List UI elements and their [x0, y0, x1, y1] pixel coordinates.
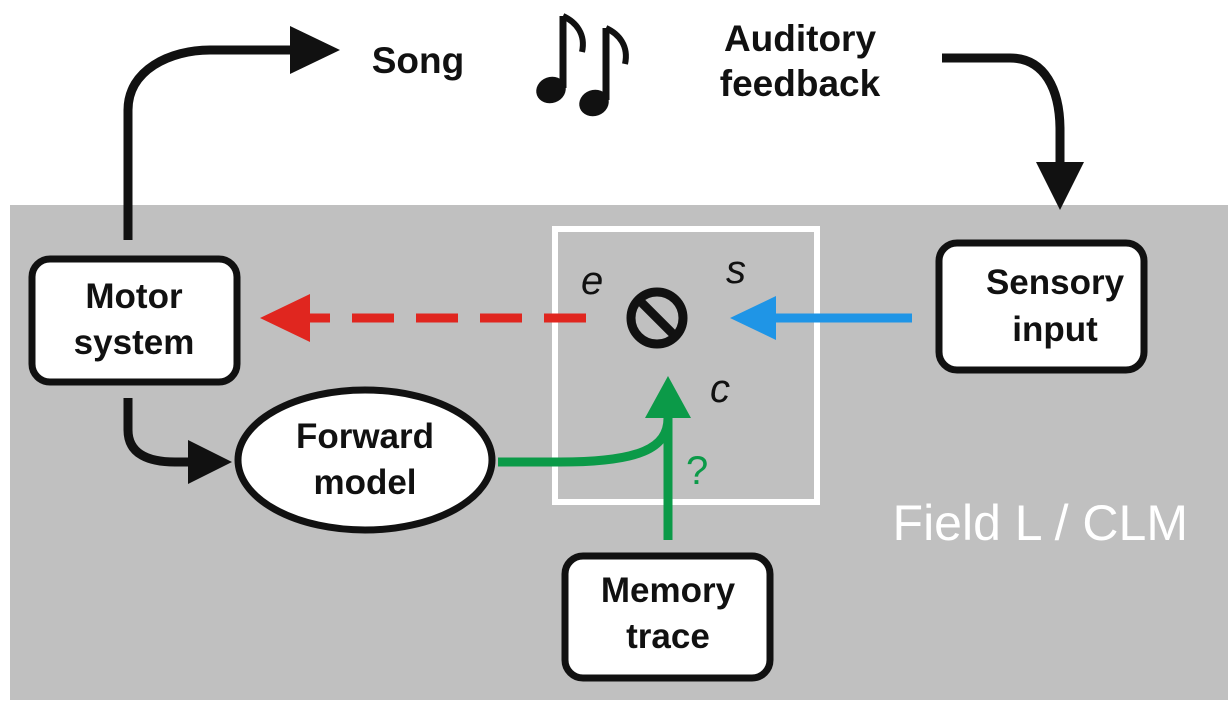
- sensory-arrow-head: [730, 296, 776, 340]
- music-notes-icon: [536, 13, 629, 117]
- motor-system-label-line2: system: [74, 323, 195, 362]
- comparison-arrow-head: [645, 376, 691, 418]
- comparator-icon: [626, 287, 688, 349]
- forward-model-node: [234, 386, 496, 534]
- region-label: Field L / CLM: [893, 495, 1188, 551]
- error-variable-label: e: [581, 259, 603, 303]
- sensory-input-label-line2: input: [1012, 310, 1098, 349]
- song-label: Song: [372, 40, 464, 81]
- uncertain-link-label: ?: [686, 449, 708, 493]
- forward-model-label-line1: Forward: [296, 417, 434, 456]
- efference-copy-arrow: [123, 398, 195, 467]
- auditory-feedback-label-line2: feedback: [720, 63, 881, 104]
- comparison-variable-label: c: [710, 367, 730, 411]
- memory-trace-label-line1: Memory: [601, 571, 736, 610]
- song-output-arrow: [123, 45, 300, 240]
- sensory-input-node: [935, 239, 1148, 374]
- motor-system-label-line1: Motor: [85, 277, 183, 316]
- comparator-frame: [552, 226, 820, 505]
- memory-trace-label-line2: trace: [626, 617, 710, 656]
- song-arrow-head: [290, 26, 340, 74]
- motor-system-node: [28, 255, 241, 386]
- efference-arrow-head: [188, 440, 232, 484]
- error-arrow-head: [260, 294, 310, 342]
- auditory-arrow-head: [1036, 162, 1084, 210]
- sensory-input-label-line1: Sensory: [986, 263, 1125, 302]
- sensory-variable-label: s: [726, 248, 746, 292]
- forward-model-label-line2: model: [313, 463, 416, 502]
- auditory-feedback-label-line1: Auditory: [724, 18, 877, 59]
- memory-trace-node: [561, 552, 774, 682]
- auditory-feedback-arrow: [942, 53, 1065, 170]
